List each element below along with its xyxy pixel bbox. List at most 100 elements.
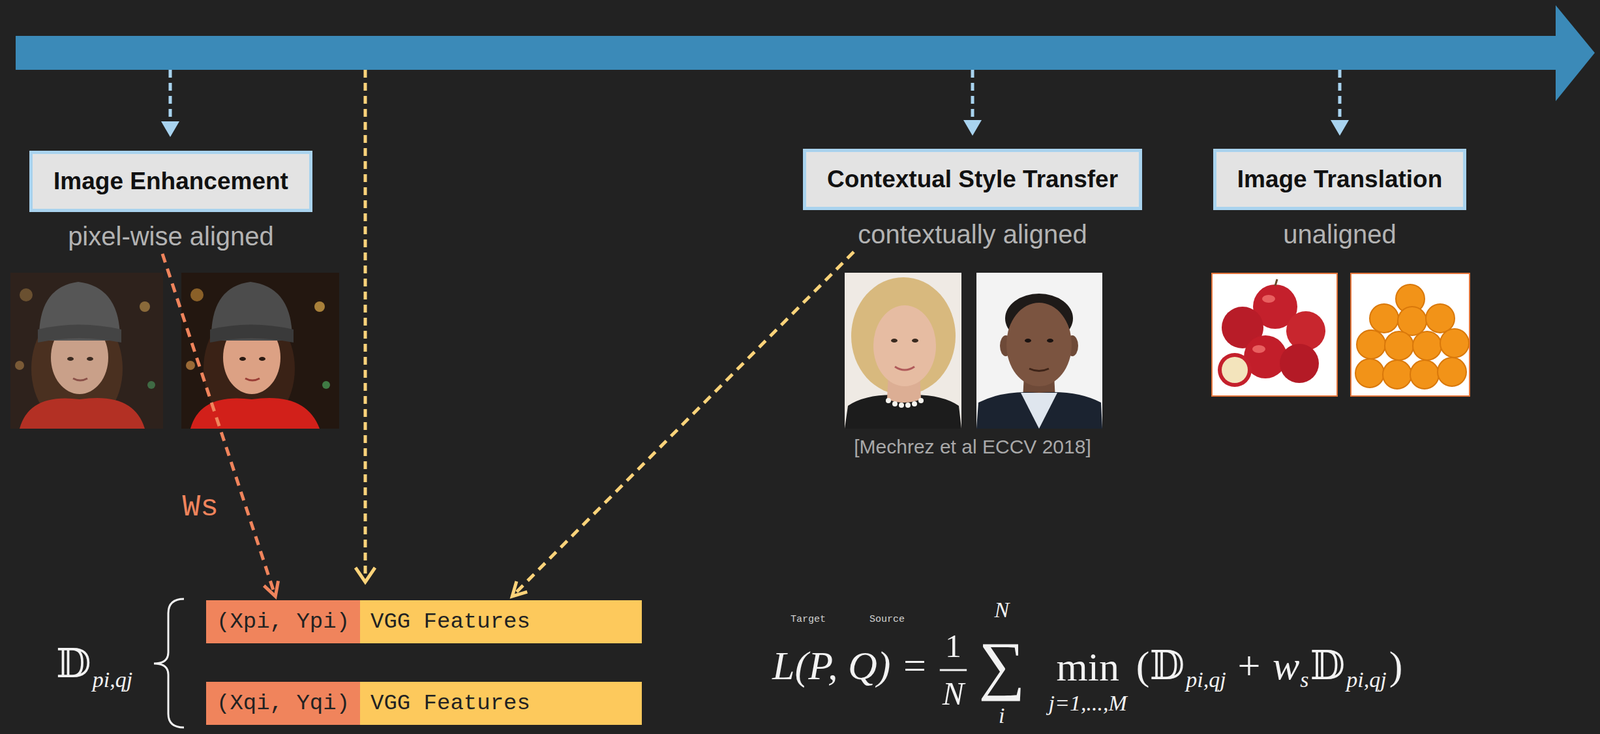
drop-head — [161, 121, 180, 137]
drop-line — [971, 69, 975, 121]
bokeh — [15, 360, 25, 370]
photo-ground — [10, 272, 164, 429]
mouth — [894, 366, 915, 370]
apple — [1279, 343, 1319, 383]
label-holder: (𝔻 — [1136, 642, 1185, 689]
dashed-arrow — [512, 251, 854, 597]
pearl — [918, 397, 924, 404]
bokeh — [19, 288, 33, 302]
subscript: pi,qj — [1346, 667, 1387, 693]
highlight — [1252, 345, 1266, 353]
feature-box: VGG Features — [360, 681, 642, 725]
label-holder: [Mechrez et al ECCV 2018] — [853, 435, 1092, 459]
label-holder: 1 — [945, 627, 962, 665]
annotation: Target — [790, 613, 826, 626]
sum-upper: N — [994, 597, 1010, 623]
dashed-arrow — [162, 253, 279, 597]
fraction-denominator: N — [942, 675, 965, 712]
eye — [890, 338, 898, 343]
stage-box: Image Enhancementpixel-wise aligned — [29, 150, 313, 252]
label-holder: Target — [790, 613, 826, 626]
fraction-numerator: 1 — [945, 627, 962, 665]
orange — [1437, 357, 1467, 387]
annotation: Source — [869, 613, 905, 626]
bokeh — [185, 360, 196, 370]
orange — [1410, 360, 1439, 389]
drop-head — [963, 120, 982, 136]
orange — [1355, 358, 1385, 388]
stage-box: Image Translation unaligned — [1213, 148, 1467, 250]
subscript: s — [1299, 667, 1309, 693]
portrait-content — [976, 272, 1103, 429]
weight-label: Ws — [180, 490, 222, 525]
pearl — [885, 397, 891, 404]
eye — [86, 356, 94, 361]
drop-line — [1338, 69, 1342, 121]
alignment-note: contextually aligned — [857, 219, 1087, 250]
label-holder: N — [994, 597, 1010, 623]
vgg-drop-line — [363, 69, 368, 580]
orange — [1356, 330, 1386, 359]
portrait-style — [844, 272, 962, 429]
label-holder: pi,qj — [1346, 667, 1387, 693]
drop-line — [168, 69, 173, 122]
label-holder: 𝔻 — [1310, 642, 1346, 689]
timeline-arrowhead — [1555, 5, 1595, 102]
label-holder: N — [942, 675, 965, 712]
orange — [1425, 303, 1455, 333]
label-holder: s — [1299, 667, 1309, 693]
label-holder: i — [998, 703, 1005, 728]
min-operator: min — [1056, 643, 1119, 690]
label-holder: + w — [1235, 642, 1300, 689]
sum-symbol: ∑ — [978, 629, 1025, 702]
apples-photo — [1211, 273, 1338, 396]
photo-ground — [181, 272, 340, 429]
fraction-bar — [939, 669, 967, 672]
eye — [258, 356, 266, 361]
apple-half — [1217, 352, 1252, 387]
hat-band — [37, 324, 122, 344]
scarf — [190, 397, 320, 429]
necklace — [885, 397, 924, 408]
mouth — [73, 378, 88, 381]
arrow-head — [512, 581, 528, 597]
orange — [1382, 360, 1412, 389]
timeline-bar — [15, 35, 1559, 70]
label-holder: ∑ — [978, 629, 1025, 702]
formula-term: + w — [1235, 642, 1300, 689]
mouth — [245, 378, 260, 381]
photo-frame — [1211, 273, 1338, 396]
vgg-drop-head — [355, 567, 376, 582]
photo-frame — [1350, 273, 1470, 396]
coordinate-text: (Xqi, Yqi) — [216, 681, 350, 725]
pearl — [905, 402, 911, 408]
apple-flesh — [1221, 356, 1248, 383]
dashed-line — [162, 253, 276, 597]
stage-title: Image Translation — [1213, 148, 1467, 211]
eye — [1046, 338, 1054, 343]
highlight — [1262, 294, 1276, 303]
curly-brace — [153, 598, 184, 728]
formula-term: ) — [1389, 642, 1404, 689]
label-holder: ) — [1389, 642, 1404, 689]
suit — [976, 392, 1103, 429]
coordinate-text: (Xpi, Ypi) — [216, 600, 350, 644]
label-holder: 𝔻 — [56, 640, 92, 687]
orange — [1369, 303, 1399, 333]
bokeh — [139, 301, 151, 312]
hat-band — [210, 324, 294, 344]
hair — [851, 277, 956, 395]
feature-text: VGG Features — [370, 600, 531, 644]
alignment-note: unaligned — [1283, 219, 1397, 250]
formula-term: (𝔻 — [1136, 642, 1185, 689]
drop-head — [1330, 120, 1349, 136]
oranges-photo — [1350, 273, 1470, 396]
coordinate-box: (Xqi, Yqi) — [206, 681, 361, 725]
label-holder: pi,qj — [1185, 667, 1226, 693]
pearl — [911, 401, 918, 407]
portrait-target — [181, 272, 340, 429]
bokeh — [147, 380, 156, 389]
face — [1006, 302, 1072, 387]
label-holder: L(P, Q) = — [772, 642, 929, 689]
